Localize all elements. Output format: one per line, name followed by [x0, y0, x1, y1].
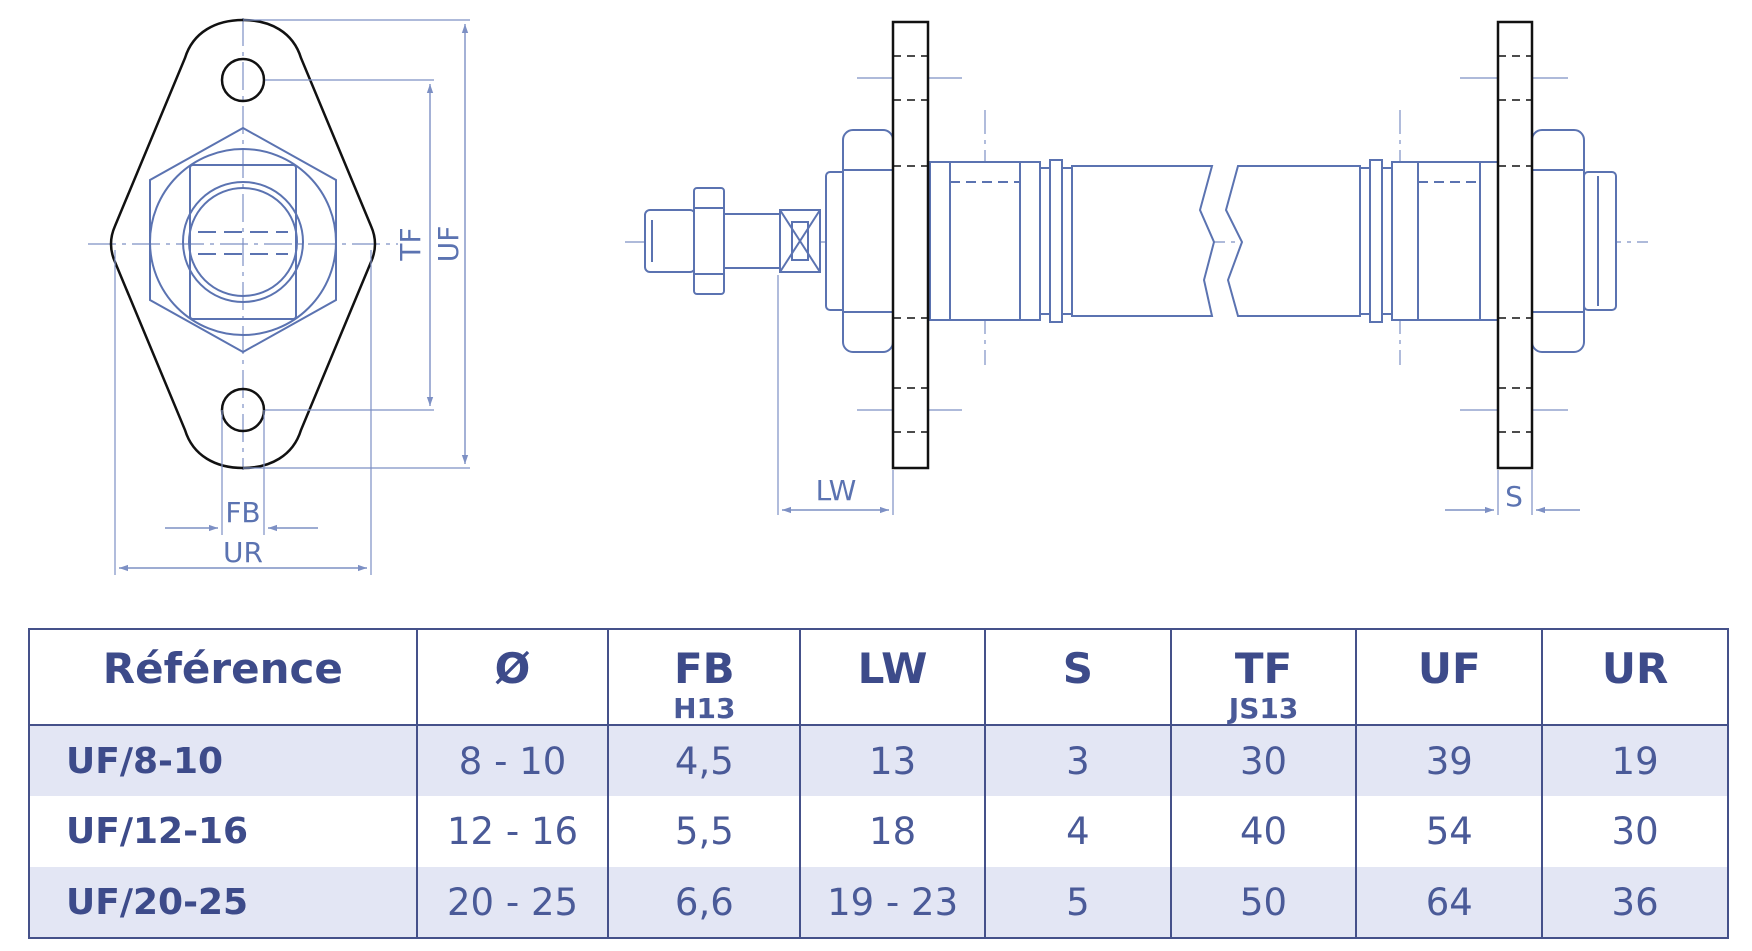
mounting-plate-rear: [1496, 20, 1534, 470]
mounting-plate-front: [891, 20, 930, 470]
cell-fb: 4,5: [607, 725, 801, 796]
technical-drawing: TF UF FB UR: [88, 18, 1648, 575]
mounting-hole-top: [220, 57, 266, 103]
cell-s: 3: [983, 725, 1171, 796]
s-label: S: [1505, 480, 1523, 513]
side-view: LW S: [625, 20, 1648, 515]
cell-reference: UF/20-25: [29, 867, 417, 938]
cell-ur: 19: [1541, 725, 1728, 796]
cell-uf: 54: [1355, 796, 1543, 867]
cell-fb: 5,5: [607, 796, 801, 867]
cell-reference: UF/12-16: [29, 796, 417, 867]
hex-nut-front: [149, 126, 337, 354]
cell-s: 5: [983, 867, 1171, 938]
cell-s: 4: [983, 796, 1171, 867]
cell-diameter: 8 - 10: [415, 725, 609, 796]
rear-hex-nut: [1531, 129, 1617, 353]
fb-label: FB: [225, 496, 260, 529]
cell-lw: 18: [799, 796, 985, 867]
cell-fb: 6,6: [607, 867, 801, 938]
cell-tf: 40: [1169, 796, 1357, 867]
cell-lw: 13: [799, 725, 985, 796]
cell-diameter: 20 - 25: [415, 867, 609, 938]
header-reference: Référence: [29, 629, 417, 726]
header-ur: UR: [1541, 629, 1728, 726]
cell-ur: 30: [1541, 796, 1728, 867]
header-s: S: [983, 629, 1171, 726]
header-uf: UF: [1355, 629, 1543, 726]
cell-tf: 30: [1169, 725, 1357, 796]
cell-diameter: 12 - 16: [415, 796, 609, 867]
lw-label: LW: [816, 474, 857, 507]
table-row: UF/20-25 20 - 25 6,6 19 - 23 5 50 64 36: [29, 867, 1728, 938]
cell-tf: 50: [1169, 867, 1357, 938]
tf-label: TF: [394, 227, 427, 261]
table-row: UF/8-10 8 - 10 4,5 13 3 30 39 19: [29, 725, 1728, 796]
header-diameter: Ø: [415, 629, 609, 726]
cell-uf: 64: [1355, 867, 1543, 938]
front-hex-nut: [825, 129, 894, 353]
uf-label: UF: [432, 226, 465, 263]
cylinder-body: [929, 159, 1499, 323]
cell-ur: 36: [1541, 867, 1728, 938]
header-lw: LW: [799, 629, 985, 726]
cell-lw: 19 - 23: [799, 867, 985, 938]
cell-uf: 39: [1355, 725, 1543, 796]
table-row: UF/12-16 12 - 16 5,5 18 4 40 54 30: [29, 796, 1728, 867]
front-view: TF UF FB UR: [88, 18, 470, 575]
ur-label: UR: [223, 536, 263, 569]
cell-reference: UF/8-10: [29, 725, 417, 796]
piston-rod: [644, 187, 821, 295]
